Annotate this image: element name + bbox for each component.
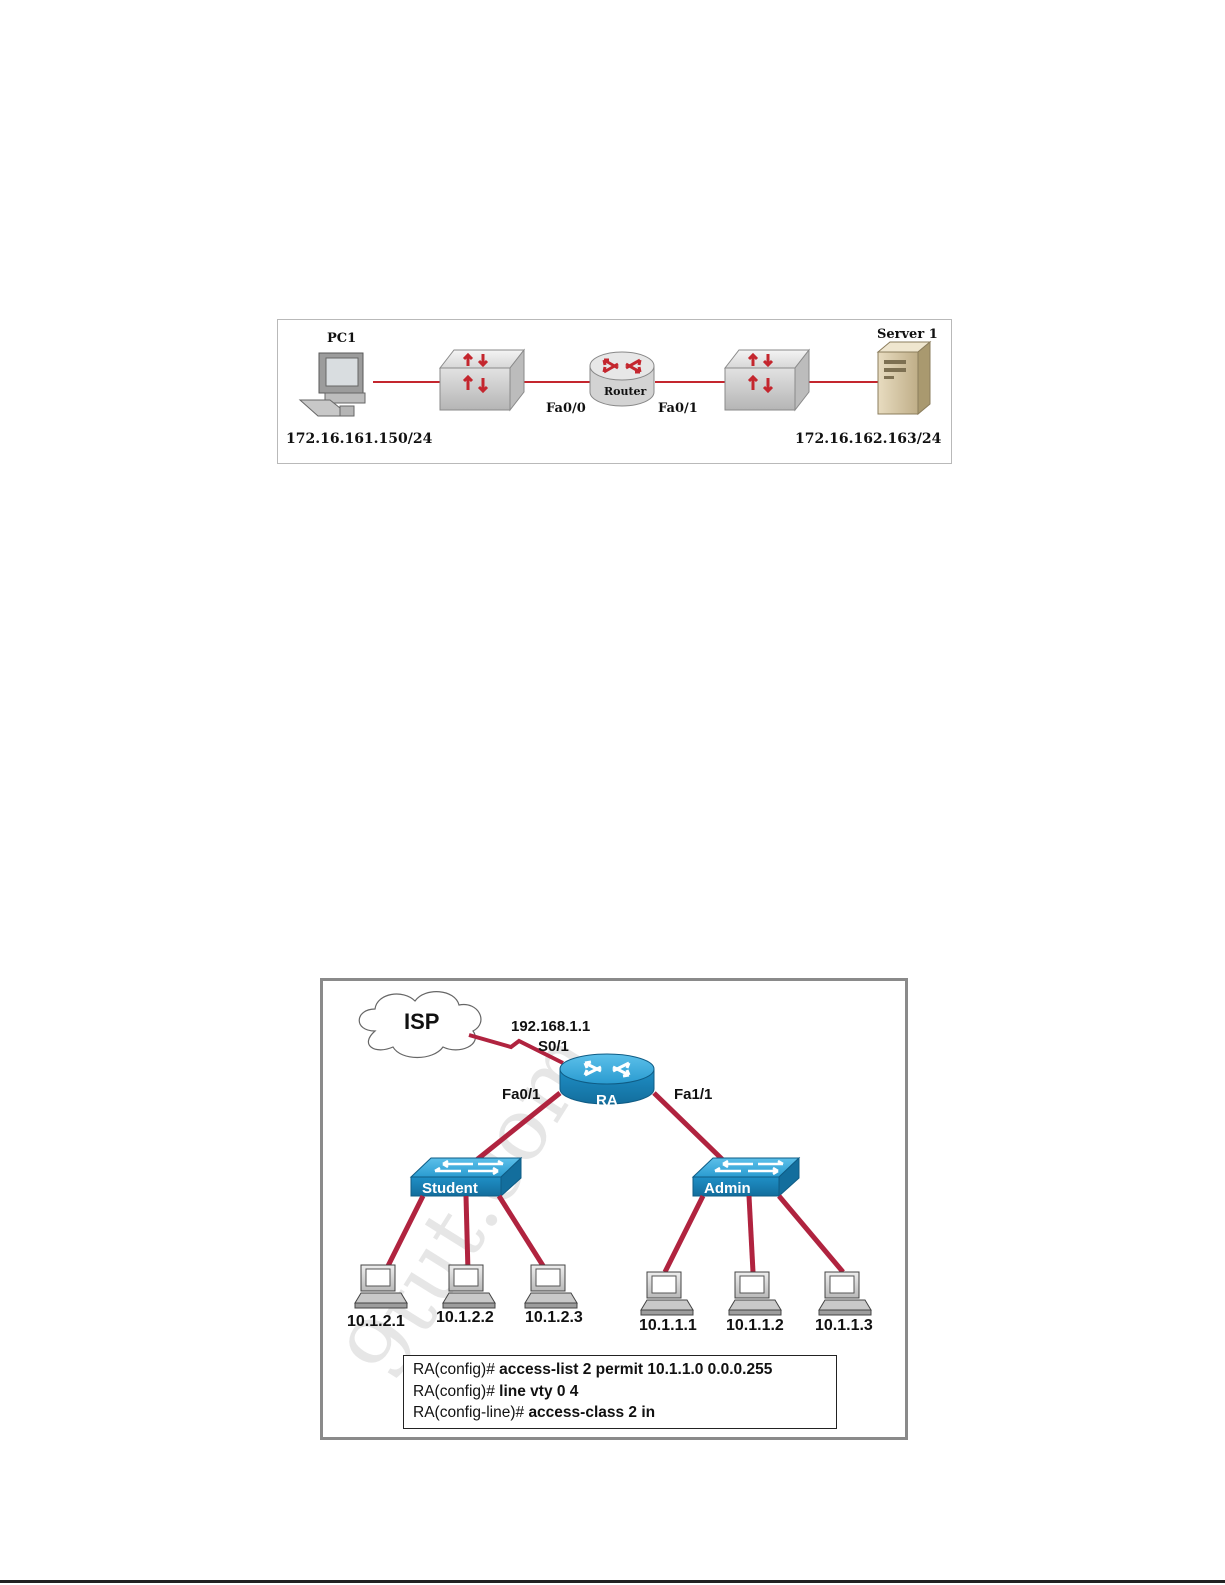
student-switch-label: Student — [422, 1180, 478, 1197]
host-ip-label: 10.1.2.2 — [436, 1309, 494, 1326]
page-bottom-rule — [0, 1580, 1225, 1583]
interface-fa0-1-label: Fa0/1 — [658, 401, 698, 416]
host-ip-label: 10.1.1.1 — [639, 1317, 697, 1334]
interface-fa0-0-label: Fa0/0 — [546, 401, 586, 416]
topology-diagram-1: PC1 Router — [277, 319, 952, 464]
config-line: RA(config)# line vty 0 4 — [413, 1381, 836, 1403]
config-line: RA(config-line)# access-class 2 in — [413, 1402, 836, 1424]
diagram-1-canvas: PC1 Router — [278, 320, 953, 465]
router-label: RA — [596, 1092, 618, 1109]
link-student-host2 — [466, 1196, 468, 1272]
server-icon — [878, 342, 930, 414]
topology-diagram-2: 9tut.com ISP 192.168.1.1 S0/1 Fa0/1 Fa1/… — [320, 978, 908, 1440]
config-prompt: RA(config)# — [413, 1361, 499, 1378]
host-ip-label: 10.1.2.3 — [525, 1309, 583, 1326]
host-pc-icon — [729, 1272, 781, 1315]
config-line: RA(config)# access-list 2 permit 10.1.1.… — [413, 1359, 836, 1381]
config-command: line vty 0 4 — [499, 1383, 578, 1400]
router-icon: Router — [590, 352, 654, 406]
link-admin-host3 — [779, 1196, 843, 1272]
router-label: Router — [604, 385, 647, 398]
host-pc-icon — [819, 1272, 871, 1315]
host-pc-icon — [525, 1265, 577, 1308]
switch-icon: Student — [411, 1158, 521, 1197]
server-ip-label: 172.16.162.163/24 — [795, 431, 942, 447]
host-ip-label: 10.1.1.2 — [726, 1317, 784, 1334]
link-admin-host1 — [665, 1196, 703, 1272]
config-prompt: RA(config)# — [413, 1383, 499, 1400]
config-box: RA(config)# access-list 2 permit 10.1.1.… — [403, 1355, 837, 1429]
pc-ip-label: 172.16.161.150/24 — [286, 431, 433, 447]
config-command: access-class 2 in — [528, 1404, 655, 1421]
config-prompt: RA(config-line)# — [413, 1404, 528, 1421]
host-pc-icon — [641, 1272, 693, 1315]
host-ip-label: 10.1.1.3 — [815, 1317, 873, 1334]
interface-fa1-1-label: Fa1/1 — [674, 1086, 712, 1103]
switch-icon: Admin — [693, 1158, 799, 1197]
cloud-label: ISP — [404, 1009, 439, 1034]
interface-fa0-1-label: Fa0/1 — [502, 1086, 540, 1103]
pc-icon — [300, 353, 365, 416]
serial-interface-label: S0/1 — [538, 1038, 569, 1055]
config-command: access-list 2 permit 10.1.1.0 0.0.0.255 — [499, 1361, 772, 1378]
host-ip-label: 10.1.2.1 — [347, 1313, 405, 1330]
switch-icon — [725, 350, 809, 410]
pc-label: PC1 — [327, 331, 356, 346]
link-router-admin — [654, 1093, 725, 1162]
server-label: Server 1 — [877, 327, 938, 342]
serial-ip-label: 192.168.1.1 — [511, 1018, 590, 1035]
switch-icon — [440, 350, 524, 410]
admin-switch-label: Admin — [704, 1180, 751, 1197]
link-admin-host2 — [749, 1196, 753, 1272]
